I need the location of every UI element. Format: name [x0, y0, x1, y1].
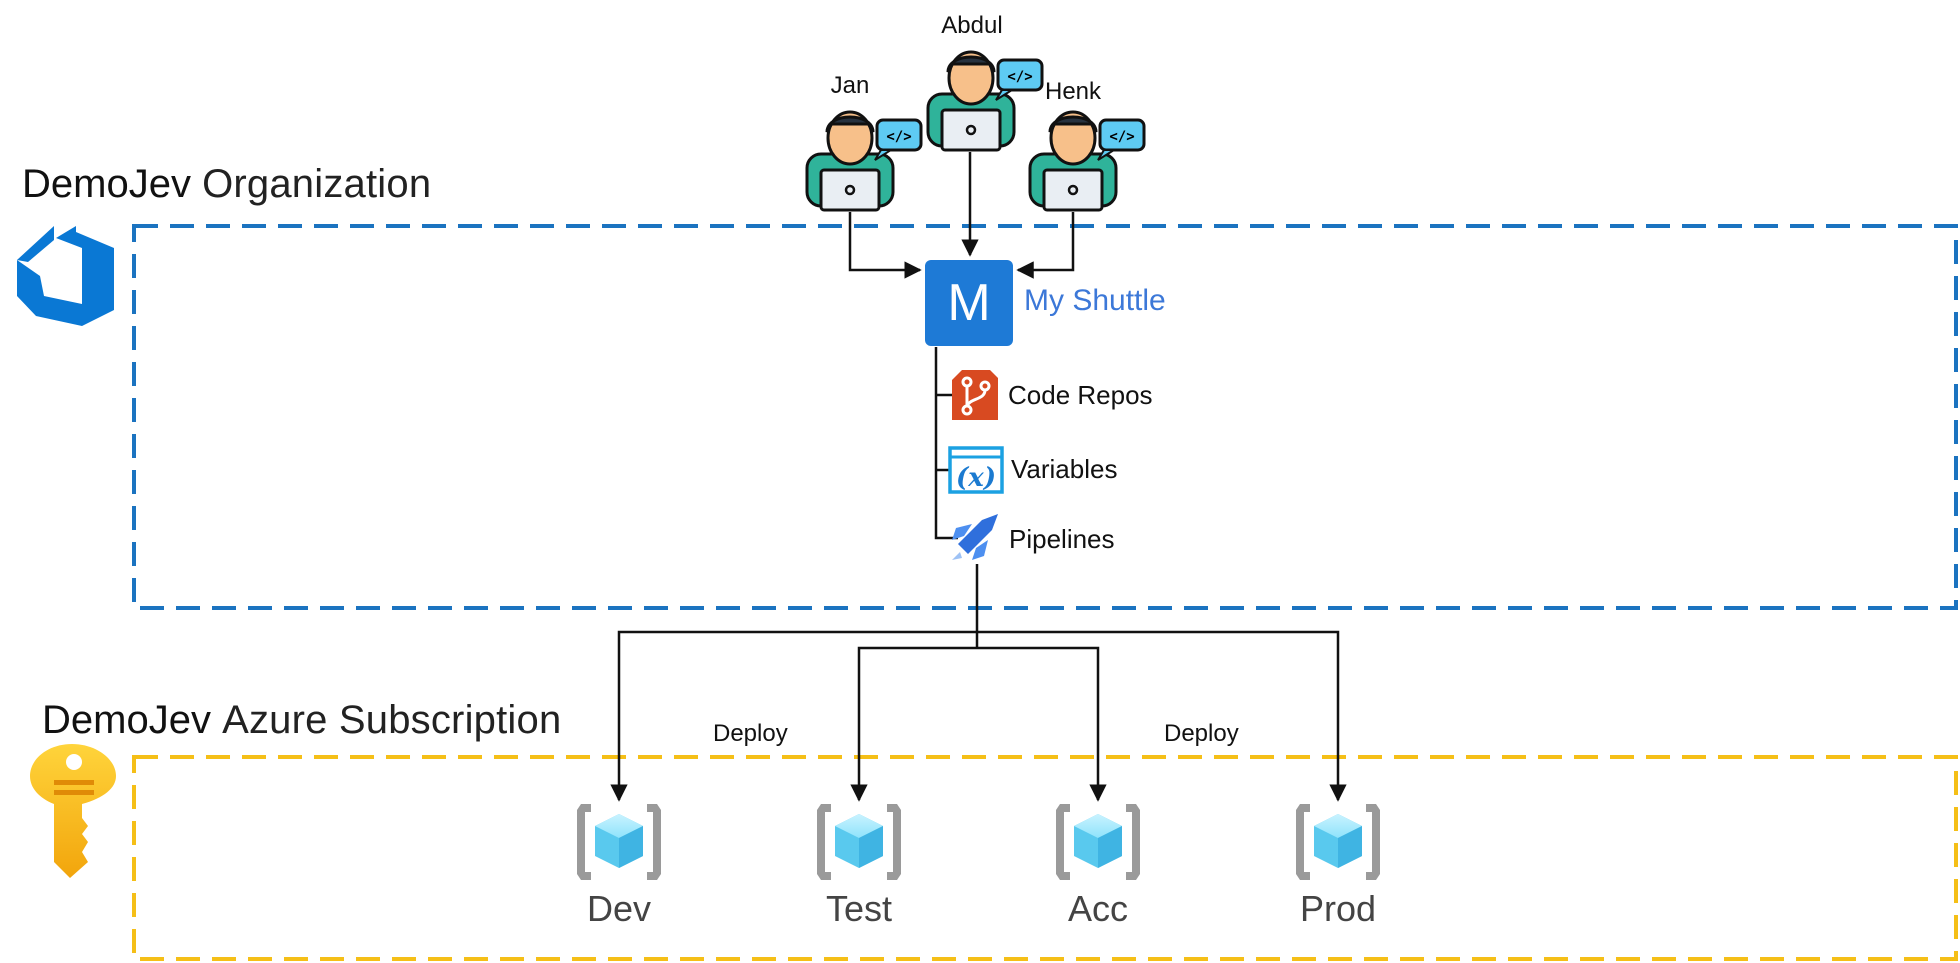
- env-label-prod: Prod: [1299, 888, 1377, 929]
- person-name-abdul: Abdul: [941, 12, 1003, 39]
- key-icon: [30, 744, 116, 878]
- subscription-title: DemoJev Azure Subscription: [42, 700, 561, 740]
- connector-henk-project: [1016, 212, 1075, 279]
- subscription-suffix: Azure Subscription: [222, 698, 562, 742]
- person-abdul-avatar: </>: [926, 50, 1044, 152]
- project-tile[interactable]: M: [925, 260, 1013, 346]
- env-label-test: Test: [825, 888, 893, 929]
- organization-boundary: [132, 224, 1958, 610]
- svg-text:(x): (x): [956, 463, 996, 493]
- resource-group-icon-prod: [1296, 804, 1380, 880]
- resource-group-icon-dev: [577, 804, 661, 880]
- organization-suffix: Organization: [202, 162, 432, 206]
- organization-name: DemoJev: [22, 162, 191, 206]
- subscription-boundary: [132, 755, 1958, 961]
- svg-text:</>: </>: [1109, 129, 1134, 145]
- azure-devops-icon: [17, 226, 114, 326]
- deploy-connector-dev: [610, 630, 977, 802]
- organization-title: DemoJev Organization: [22, 164, 431, 204]
- item-code-repos[interactable]: Code Repos: [1008, 380, 1153, 410]
- connector-jan-project: [848, 212, 922, 279]
- person-name-henk: Henk: [1044, 78, 1102, 105]
- repos-icon: [952, 370, 998, 420]
- project-name[interactable]: My Shuttle: [1024, 284, 1166, 317]
- person-jan-avatar: </>: [805, 110, 923, 212]
- env-label-dev: Dev: [586, 888, 652, 929]
- svg-text:</>: </>: [1007, 69, 1032, 85]
- item-pipelines[interactable]: Pipelines: [1009, 524, 1115, 554]
- variables-icon: (x): [948, 446, 1004, 494]
- deploy-label-right: Deploy: [1164, 720, 1239, 747]
- svg-text:</>: </>: [886, 129, 911, 145]
- deploy-label-left: Deploy: [713, 720, 788, 747]
- person-name-jan: Jan: [830, 72, 870, 99]
- env-label-acc: Acc: [1067, 888, 1128, 929]
- deploy-connector-prod: [977, 630, 1347, 802]
- resource-group-icon-test: [817, 804, 901, 880]
- resource-group-icon-acc: [1056, 804, 1140, 880]
- deploy-connector-acc: [977, 646, 1107, 802]
- tree-line: [934, 347, 958, 540]
- person-henk-avatar: </>: [1028, 110, 1146, 212]
- pipelines-icon: [952, 514, 998, 560]
- deploy-connector-test: [850, 646, 977, 802]
- subscription-name: DemoJev: [42, 698, 211, 742]
- item-variables[interactable]: Variables: [1011, 454, 1118, 484]
